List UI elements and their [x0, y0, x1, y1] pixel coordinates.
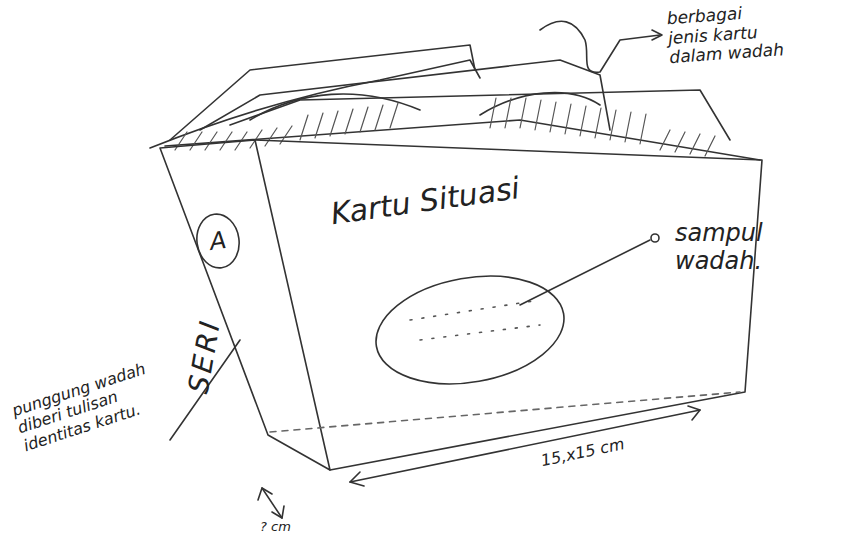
cover-title: Kartu Situasi [329, 163, 581, 232]
callout-text: punggung wadah diberi tulisan identitas … [10, 360, 160, 456]
dimension-label: ? cm [260, 520, 320, 535]
node-text: A [191, 209, 245, 273]
dimension-label: 15,x15 cm [539, 428, 660, 471]
callout-text: berbagai jenis kartu dalam wadah [666, 1, 790, 68]
circled-letter: A [191, 209, 245, 273]
callout-text: sampul wadah. [675, 220, 785, 275]
spine-text: SERI [179, 294, 232, 418]
